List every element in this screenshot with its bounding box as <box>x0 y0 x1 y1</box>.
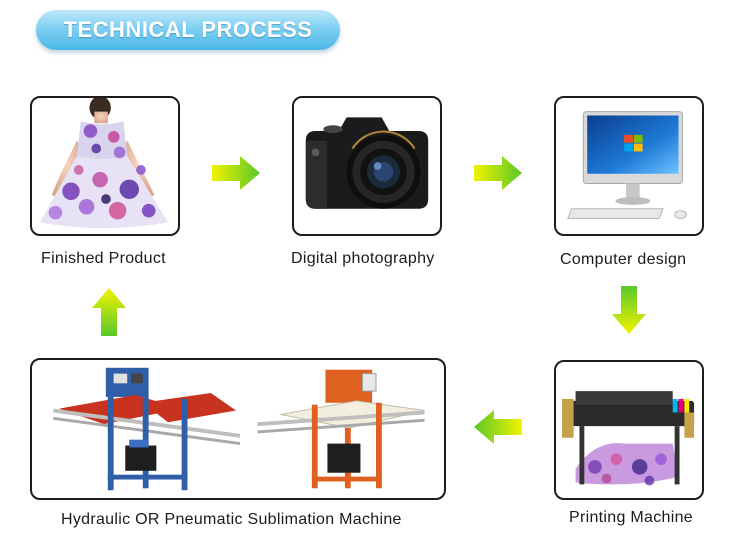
arrow-left-icon <box>474 410 522 444</box>
dress-icon <box>39 98 169 229</box>
finished-product-card <box>30 96 180 236</box>
printing-machine-card <box>554 360 704 500</box>
title-banner: TECHNICAL PROCESS <box>36 10 340 50</box>
computer-icon <box>567 111 687 219</box>
printer-icon <box>561 391 695 486</box>
computer-design-card <box>554 96 704 236</box>
arrow-down-icon <box>612 286 646 334</box>
heat-press-icon <box>53 367 425 491</box>
camera-icon <box>305 117 429 209</box>
computer-design-label: Computer design <box>560 251 687 268</box>
pneumatic-press-icon <box>257 369 425 489</box>
sublimation-machine-label: Hydraulic OR Pneumatic Sublimation Machi… <box>61 511 402 528</box>
digital-photography-card <box>292 96 442 236</box>
hydraulic-press-icon <box>53 367 241 491</box>
arrow-right-icon <box>212 156 260 190</box>
digital-photography-label: Digital photography <box>291 250 435 267</box>
page-title: TECHNICAL PROCESS <box>63 17 313 42</box>
finished-product-label: Finished Product <box>41 250 166 267</box>
arrow-up-icon <box>92 288 126 336</box>
printing-machine-label: Printing Machine <box>569 509 693 526</box>
sublimation-machine-card <box>30 358 446 500</box>
arrow-right-icon <box>474 156 522 190</box>
